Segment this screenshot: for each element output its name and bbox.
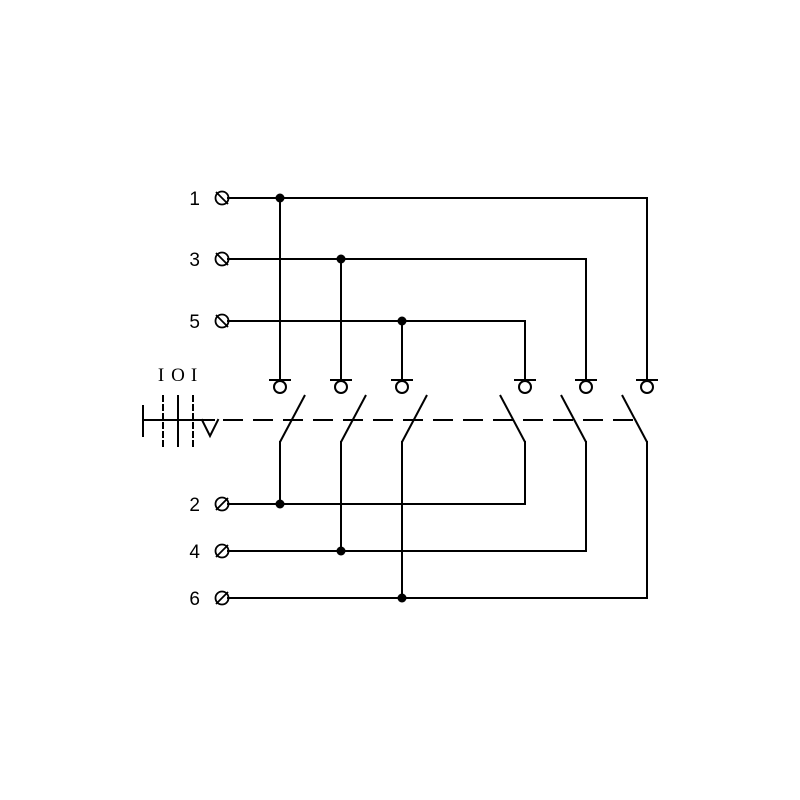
terminal-5: 5 [189,312,230,333]
contact-4 [499,379,536,443]
terminal-label-6: 6 [189,589,200,610]
terminal-6: 6 [189,589,230,610]
contact-2 [330,379,367,443]
position-label-3: I [191,365,197,386]
contact-5 [560,379,597,443]
terminal-label-5: 5 [189,312,200,333]
contact-3 [391,379,428,443]
terminal-6-icon [214,590,230,606]
terminal-5-icon [214,313,230,329]
contact-6 [621,379,658,443]
terminal-label-4: 4 [189,542,200,563]
terminal-2-icon [214,496,230,512]
terminal-3-icon [214,251,230,267]
terminal-label-3: 3 [189,250,200,271]
position-label-1: I [158,365,164,386]
position-label-2: O [171,365,185,386]
terminal-4: 4 [189,542,230,563]
bottom-wiring [227,441,648,599]
actuator-symbol [142,395,220,447]
terminal-label-2: 2 [189,495,200,516]
terminal-label-1: 1 [189,189,200,210]
top-wiring [227,197,648,381]
terminal-1-icon [214,190,230,206]
terminal-4-icon [214,543,230,559]
terminal-1: 1 [189,189,230,210]
junction-dots [275,193,407,603]
terminal-2: 2 [189,495,230,516]
contact-1 [269,379,306,443]
terminal-3: 3 [189,250,230,271]
